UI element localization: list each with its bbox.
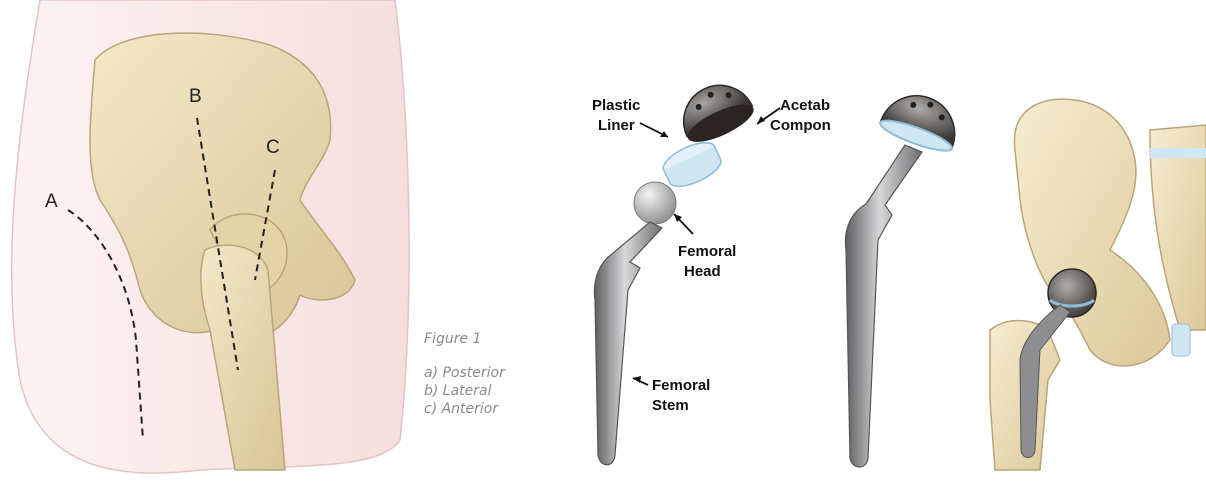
femoral-stem (594, 222, 662, 465)
assembled-stem (845, 145, 922, 467)
plastic-liner (659, 136, 725, 192)
hip-implant-exploded: Plastic Liner Acetabular Component Femor… (570, 0, 830, 485)
femoral-head-ball (634, 182, 676, 224)
label-femoral-head: Femoral Head (678, 243, 741, 280)
figure-caption: Figure 1 a) Posterior b) Lateral c) Ante… (424, 330, 564, 418)
label-plastic-liner: Plastic Liner (592, 97, 645, 134)
hip-implant-assembled (820, 0, 980, 485)
acetabular-cup (672, 74, 758, 150)
hip-approach-diagram: A B C (0, 0, 420, 485)
implant-in-pelvis (985, 0, 1206, 485)
approach-label-c: C (266, 137, 280, 158)
pubic-symphysis (1172, 324, 1190, 356)
figure-label: Figure 1 (424, 330, 564, 348)
label-femoral-stem: Femoral Stem (652, 377, 715, 414)
caption-item-anterior: c) Anterior (424, 400, 564, 418)
approach-label-b: B (189, 86, 202, 107)
assembled-cup (878, 85, 966, 156)
disc (1150, 148, 1206, 158)
caption-item-posterior: a) Posterior (424, 364, 564, 382)
caption-item-lateral: b) Lateral (424, 382, 564, 400)
approach-label-a: A (45, 191, 58, 212)
